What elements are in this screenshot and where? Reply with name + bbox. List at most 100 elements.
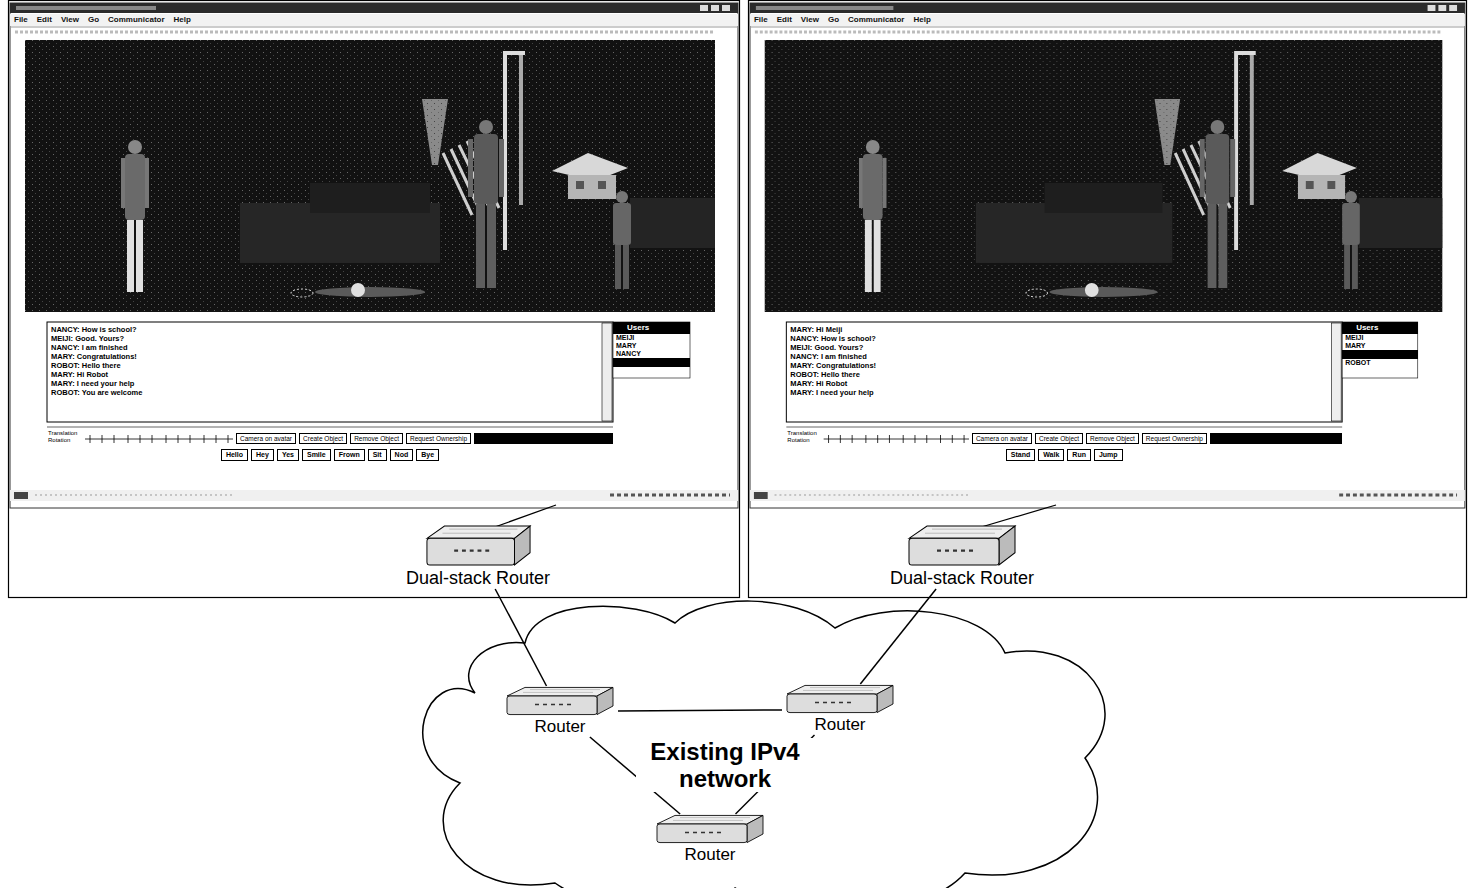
toolbar-button: Camera on avatar: [236, 433, 296, 444]
dual-stack-router: Dual-stack Router: [403, 524, 554, 589]
toolbar-button: Camera on avatar: [972, 433, 1032, 444]
gesture-button: Smile: [302, 449, 331, 461]
dual-stack-router: Dual-stack Router: [887, 524, 1038, 589]
chat-message: MARY: Hi Meiji: [790, 325, 1328, 334]
gesture-button: Run: [1067, 449, 1091, 461]
gesture-button: Walk: [1038, 449, 1064, 461]
router-icon: [907, 524, 1017, 567]
router-icon-shape: [787, 685, 893, 712]
chat-group: MARY: Hi MeijiNANCY: How is school?MEIJI…: [790, 325, 1328, 397]
chat-group: NANCY: How is school?MEIJI: Good. Yours?…: [51, 325, 599, 397]
user-name: MARY: [1342, 342, 1418, 350]
router-icon-shape: [507, 687, 613, 714]
selection-bar: [1342, 350, 1418, 359]
chat-message: NANCY: How is school?: [790, 334, 1328, 343]
toolbar-button: Remove Object: [1086, 433, 1139, 444]
router-icon: [425, 524, 532, 567]
router-icon: [505, 686, 615, 716]
chat-message: MARY: I need your help: [51, 379, 599, 388]
network-link: [860, 589, 936, 684]
router-icon: [655, 814, 765, 844]
router-icon-shape: [426, 526, 529, 565]
router-label: Router: [652, 844, 768, 865]
tr-group: TranslationRotation: [787, 430, 823, 443]
toolbar-button: Request Ownership: [406, 433, 471, 444]
gesture-button: Hey: [251, 449, 274, 461]
router-label: Router: [782, 714, 898, 735]
router-label: Dual-stack Router: [403, 567, 554, 589]
list-header: Users: [613, 322, 690, 334]
router-icon-shape: [657, 815, 763, 842]
user-name: MARY: [613, 342, 690, 350]
menu-group: File Edit View Go Communicator Help: [14, 15, 334, 25]
user-name: MEIJI: [613, 334, 690, 342]
router: Router: [652, 814, 768, 865]
chat-message: MEIJI: Good. Yours?: [51, 334, 599, 343]
menu-item: File: [14, 15, 28, 25]
axis-label: Translation: [787, 430, 823, 437]
gesture-button: Frown: [334, 449, 365, 461]
chat-message: ROBOT: You are welcome: [51, 388, 599, 397]
gesture-button: Hello: [221, 449, 248, 461]
list-header: Users: [1342, 322, 1418, 334]
btns-group: StandWalkRunJump: [786, 449, 1342, 461]
tools-group: Camera on avatarCreate ObjectRemove Obje…: [236, 432, 613, 445]
toolbar-fill: [1210, 433, 1342, 444]
gesture-button: Nod: [390, 449, 414, 461]
gesture-button: Bye: [416, 449, 439, 461]
chat-message: NANCY: I am finished: [51, 343, 599, 352]
menu-item: Communicator: [848, 15, 904, 25]
chat-message: MARY: Hi Robot: [51, 370, 599, 379]
toolbar-button: Request Ownership: [1142, 433, 1207, 444]
toolbar-button: Create Object: [1035, 433, 1083, 444]
chat-message: MARY: Congratulations!: [51, 352, 599, 361]
gesture-button: Jump: [1094, 449, 1123, 461]
gesture-button: Sit: [368, 449, 387, 461]
toolbar-button: Create Object: [299, 433, 347, 444]
axis-label: Translation: [48, 430, 85, 437]
network-cloud: Existing IPv4 networkRouterRouterRouter: [405, 598, 1115, 888]
gesture-button: Stand: [1006, 449, 1035, 461]
chat-message: ROBOT: Hello there: [790, 370, 1328, 379]
chat-message: MARY: Hi Robot: [790, 379, 1328, 388]
router-label: Dual-stack Router: [887, 567, 1038, 589]
tr-group: TranslationRotation: [48, 430, 85, 443]
chat-message: MARY: Congratulations!: [790, 361, 1328, 370]
menu-item: Help: [174, 15, 191, 25]
menu-item: Edit: [37, 15, 52, 25]
gesture-button: Yes: [277, 449, 299, 461]
menu-item: File: [754, 15, 768, 25]
network-link: [495, 589, 546, 686]
users-group: UsersMEIJIMARYNANCY: [613, 322, 690, 367]
users-group: UsersMEIJIMARY ROBOT: [1342, 322, 1418, 367]
router-icon: [785, 684, 895, 714]
menu-item: Help: [913, 15, 930, 25]
router-icon-shape: [909, 526, 1015, 565]
user-name: MEIJI: [1342, 334, 1418, 342]
btns-group: HelloHeyYesSmileFrownSitNodBye: [47, 449, 613, 461]
cloud-outline-path: [423, 601, 1105, 888]
selection-bar: [613, 358, 690, 367]
menu-item: View: [801, 15, 819, 25]
chat-message: MEIJI: Good. Yours?: [790, 343, 1328, 352]
router: Router: [502, 686, 618, 737]
menu-item: View: [61, 15, 79, 25]
chat-message: NANCY: I am finished: [790, 352, 1328, 361]
menu-item: Go: [828, 15, 839, 25]
menu-item: Communicator: [108, 15, 164, 25]
network-label: Existing IPv4 network: [636, 738, 815, 792]
toolbar-fill: [474, 433, 613, 444]
tools-group: Camera on avatarCreate ObjectRemove Obje…: [972, 432, 1342, 445]
toolbar-button: Remove Object: [350, 433, 403, 444]
menu-item: Go: [88, 15, 99, 25]
router: Router: [782, 684, 898, 735]
chat-message: MARY: I need your help: [790, 388, 1328, 397]
router-label: Router: [502, 716, 618, 737]
user-name: ROBOT: [1342, 359, 1418, 367]
menu-group: File Edit View Go Communicator Help: [754, 15, 1068, 25]
menu-item: Edit: [777, 15, 792, 25]
network-link: [618, 710, 782, 711]
chat-message: NANCY: How is school?: [51, 325, 599, 334]
axis-label: Rotation: [48, 437, 85, 444]
